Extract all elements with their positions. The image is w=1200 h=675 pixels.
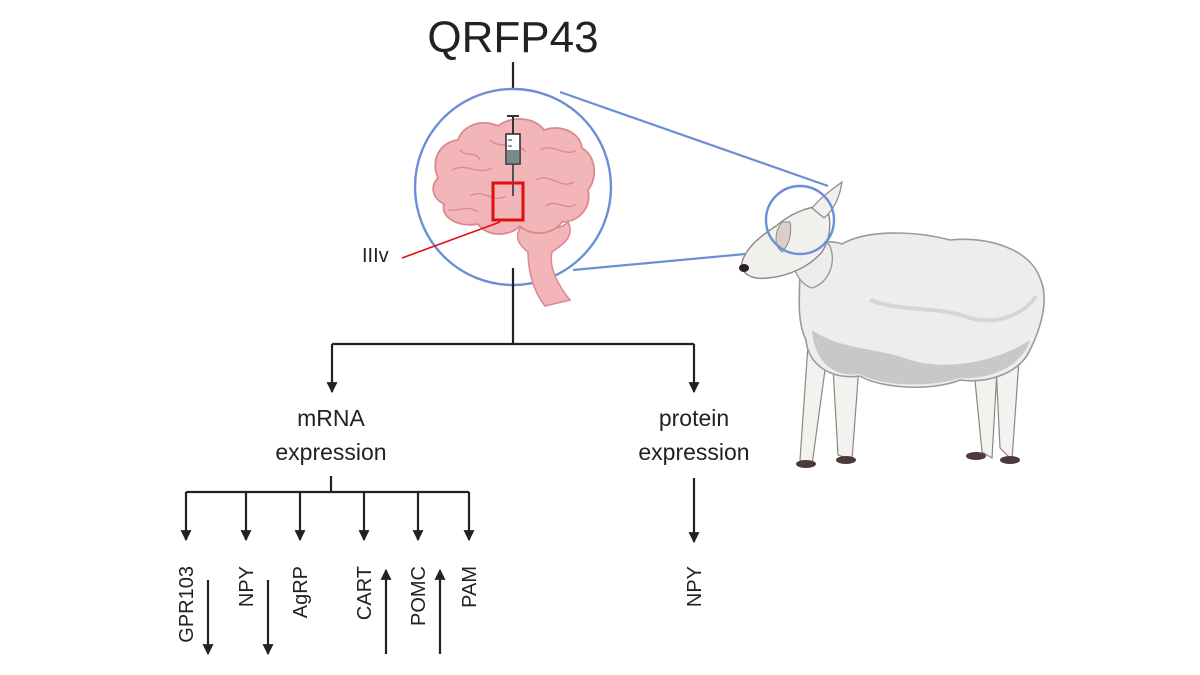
gene-label: GPR103	[176, 566, 198, 643]
gene-label: CART	[354, 566, 376, 620]
protein-label-line1: protein	[659, 405, 729, 431]
mrna-label-line2: expression	[275, 439, 386, 465]
branch-connectors	[326, 268, 700, 394]
gene-label: AgRP	[290, 566, 312, 618]
gene-column: POMC	[408, 492, 446, 654]
title: QRFP43	[427, 13, 598, 62]
syringe-icon	[505, 115, 521, 196]
mrna-gene-list: GPR103 NPY AgRP CART POMC PAM	[176, 492, 481, 656]
gene-label: NPY	[684, 566, 706, 607]
sheep-head-zoom-circle	[764, 184, 836, 256]
iiiv-leader-line	[401, 221, 501, 259]
gene-column: NPY	[684, 566, 706, 607]
protein-label-line2: expression	[638, 439, 749, 465]
gene-label: POMC	[408, 566, 430, 626]
iiiv-label: IIIv	[362, 245, 389, 267]
sheep-icon	[739, 180, 1045, 468]
gene-label: PAM	[459, 566, 481, 608]
gene-column: PAM	[459, 492, 481, 608]
mrna-connectors	[186, 476, 469, 494]
gene-label: NPY	[236, 566, 258, 607]
protein-gene-list: NPY	[684, 566, 706, 607]
gene-column: AgRP	[290, 492, 312, 618]
gene-column: NPY	[236, 492, 274, 656]
gene-column: CART	[354, 492, 392, 654]
gene-column: GPR103	[176, 492, 214, 656]
mrna-label-line1: mRNA	[297, 405, 365, 431]
iiiv-highlight-box	[491, 181, 525, 222]
